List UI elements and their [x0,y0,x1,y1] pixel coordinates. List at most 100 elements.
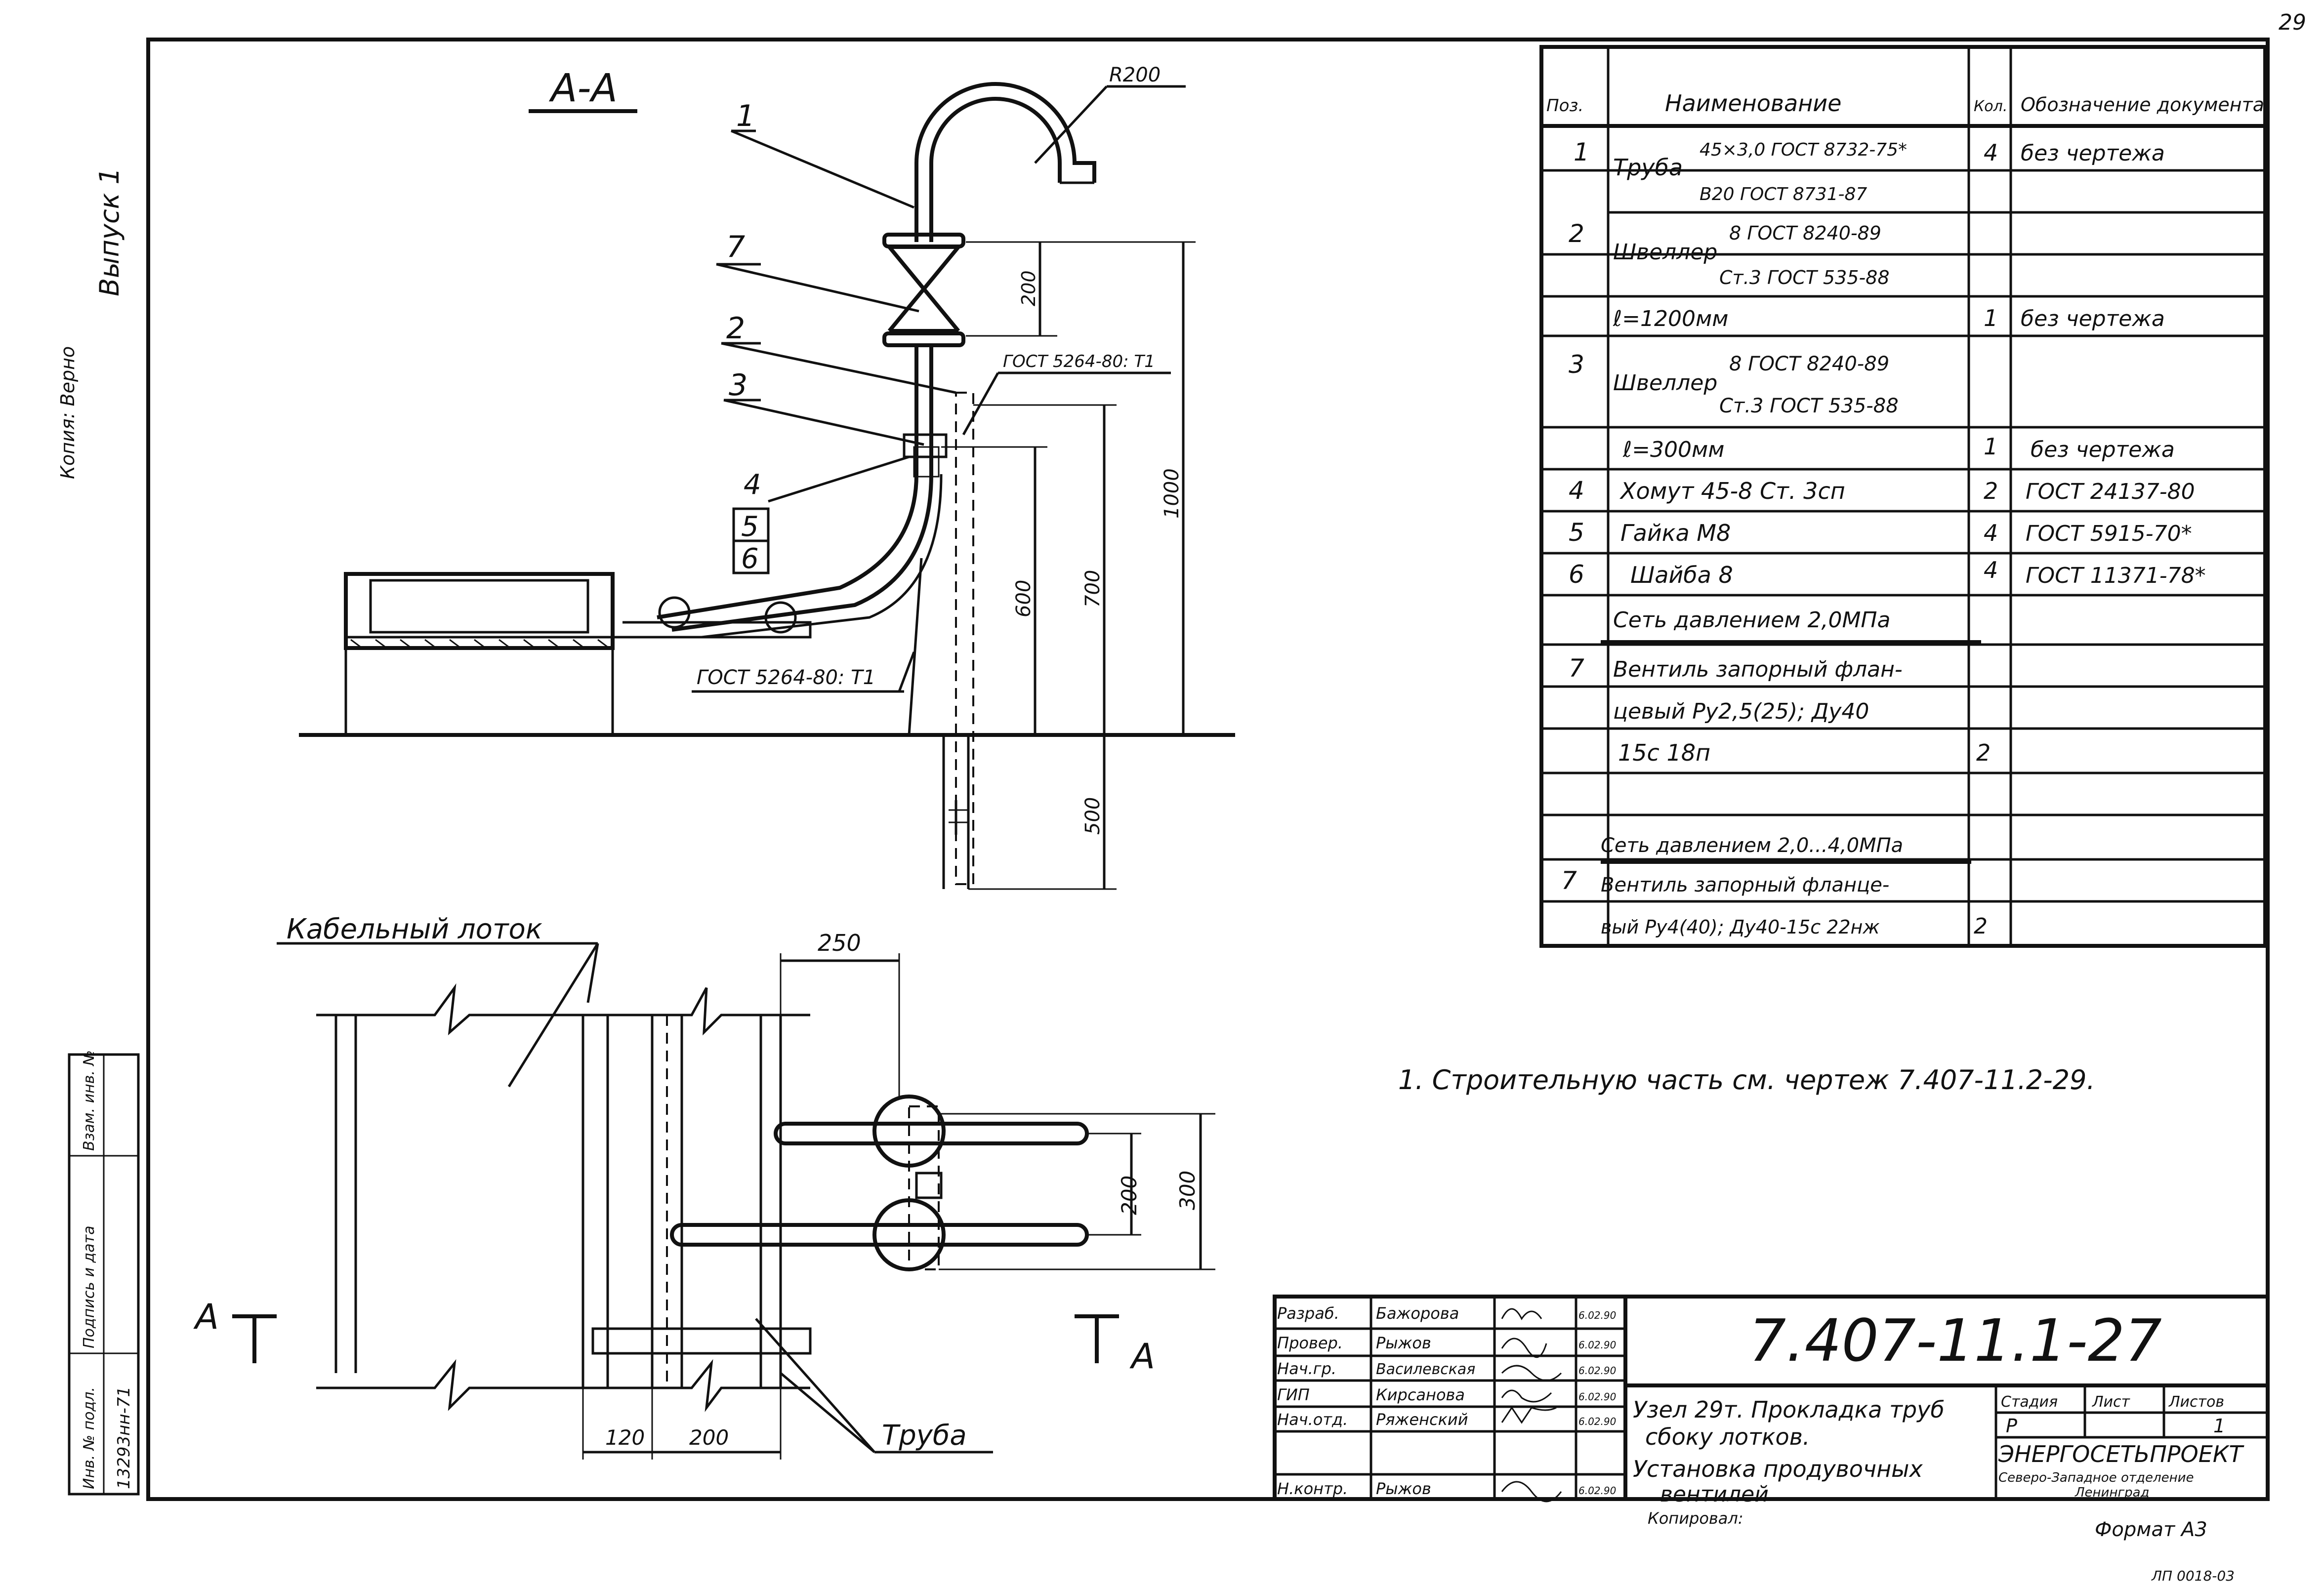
gost-note-bottom: ГОСТ 5264-80: Т1 [697,666,875,689]
spec-pos: 5 [1569,518,1584,547]
title-line: Установка продувочных [1633,1456,1923,1482]
sheets-value: 1 [2213,1415,2225,1437]
title-block: 7.407-11.1-27 Разраб. Бажорова 6.02.90 П… [1273,1295,2270,1507]
leader-7: 7 [726,230,745,264]
dim-200-valve: 200 [1018,270,1039,306]
pipe-label: Труба [882,1420,967,1452]
pipe-gooseneck [914,82,1096,242]
spec-name: Швеллер [1613,370,1717,396]
inv-label: Инв. № подл. [81,1387,98,1489]
cable-tray-section [344,572,615,650]
dim-700: 700 [1081,570,1104,608]
title-line: сбоку лотков. [1645,1423,1810,1450]
leader-4: 4 [744,469,761,501]
spec-qty: 2 [1976,739,1991,766]
org-name: ЭНЕРГОСЕТЬПРОЕКТ [1998,1441,2244,1467]
issue-label: Выпуск 1 [94,167,125,296]
replace-inv-label: Взам. инв. № [81,1050,98,1151]
sig-name: Рыжов [1376,1479,1431,1498]
sig-role: Н.контр. [1277,1479,1348,1498]
sig-role: Провер. [1277,1334,1343,1352]
sig-name: Рыжов [1376,1334,1431,1352]
sig-name: Кирсанова [1376,1385,1465,1404]
stage-value: Р [2006,1415,2017,1437]
dim-250: 250 [818,930,861,956]
dim-600: 600 [1012,580,1035,617]
page-number: 29 [2279,10,2306,35]
spec-name: Шайба 8 [1630,562,1733,588]
spec-qty: 2 [1984,478,1998,504]
spec-name: Хомут 45-8 Ст. 3сп [1619,478,1845,504]
spec-doc: без чертежа [2021,306,2165,331]
title-line: Узел 29т. Прокладка труб [1633,1396,1945,1423]
cut-marker-left: А [193,1297,219,1337]
spec-table: Поз. Наименование Кол. Обозначение докум… [1539,45,2267,948]
stage-label: Стадия [2001,1393,2058,1411]
spec-qty: 4 [1984,520,1998,546]
side-stamp-block: Инв. № подл. Подпись и дата Взам. инв. №… [57,167,140,1496]
spec-qty: 1 [1984,305,1998,331]
spec-header-qty: Кол. [1974,98,2007,115]
sig-date: 6.02.90 [1578,1391,1616,1403]
bottom-corner-code: ЛП 0018-03 [2151,1568,2235,1582]
leader-1: 1 [736,99,755,133]
inv-value: 13293нн-71 [114,1386,134,1489]
org-sub1: Северо-Западное отделение [1998,1470,2194,1485]
sheets-label: Листов [2168,1393,2224,1411]
construction-note: 1. Строительную часть см. чертеж 7.407-1… [1398,1064,2095,1096]
leader-5: 5 [741,511,759,543]
section-title: А-А [548,66,618,111]
copied-label: Копировал: [1648,1509,1743,1528]
spec-pos: 7 [1561,866,1577,895]
spec-name-top: 8 ГОСТ 8240-89 [1729,222,1881,244]
cable-tray-label: Кабельный лоток [287,913,542,945]
spec-name: Вентиль запорный фланце- [1601,874,1889,896]
spec-qty: 1 [1984,433,1998,460]
sig-name: Бажорова [1376,1304,1459,1323]
cut-marker-right: А [1129,1336,1155,1377]
spec-doc: без чертежа [2031,437,2175,462]
spec-name: Сеть давлением 2,0МПа [1613,608,1890,633]
title-line: вентилей [1660,1482,1769,1507]
sheet-label: Лист [2092,1393,2131,1411]
spec-name-top: 45×3,0 ГОСТ 8732-75* [1700,140,1907,160]
radius-label: R200 [1109,64,1161,86]
spec-doc: ГОСТ 24137-80 [2026,479,2195,504]
spec-name: ℓ=1200мм [1613,306,1728,331]
post-channel [955,392,974,885]
sig-date: 6.02.90 [1578,1339,1616,1351]
spec-name-bottom: Ст.3 ГОСТ 535-88 [1719,267,1890,288]
plan-pipes [670,1095,1089,1271]
spec-name: Труба [1613,154,1683,181]
dim-500: 500 [1081,797,1104,835]
spec-name: Гайка М8 [1620,520,1731,546]
dim-300: 300 [1175,1171,1200,1210]
plan-view: Кабельный лоток Труба 250 200 300 120 20… [193,913,1215,1460]
spec-qty: 4 [1984,557,1998,583]
spec-name-bottom: Ст.3 ГОСТ 535-88 [1719,395,1899,417]
spec-pos: 1 [1574,138,1589,166]
sig-date: 6.02.90 [1578,1365,1616,1377]
sig-date: 6.02.90 [1578,1485,1616,1497]
spec-pos: 7 [1569,654,1584,683]
spec-name: вый Ру4(40); Ду40-15с 22нж [1601,916,1880,938]
format-label: Формат А3 [2095,1518,2207,1541]
dim-200-bottom: 200 [689,1425,729,1450]
sig-role: Нач.гр. [1277,1359,1336,1378]
spec-name: ℓ=300мм [1622,437,1724,462]
sig-role: Разраб. [1277,1304,1339,1323]
spec-pos: 6 [1569,560,1584,589]
sig-role: Нач.отд. [1277,1410,1348,1429]
spec-qty: 4 [1984,139,1998,166]
spec-pos: 3 [1569,350,1584,379]
spec-header-name: Наименование [1665,90,1841,117]
leader-3: 3 [729,368,747,403]
spec-name-bottom: В20 ГОСТ 8731-87 [1700,184,1867,204]
spec-qty: 2 [1974,914,1988,939]
copy-stamp: Копия: Верно [57,346,79,479]
spec-header-pos: Поз. [1546,96,1583,116]
spec-pos: 4 [1569,476,1584,505]
spec-header-doc: Обозначение документа [2021,94,2264,116]
